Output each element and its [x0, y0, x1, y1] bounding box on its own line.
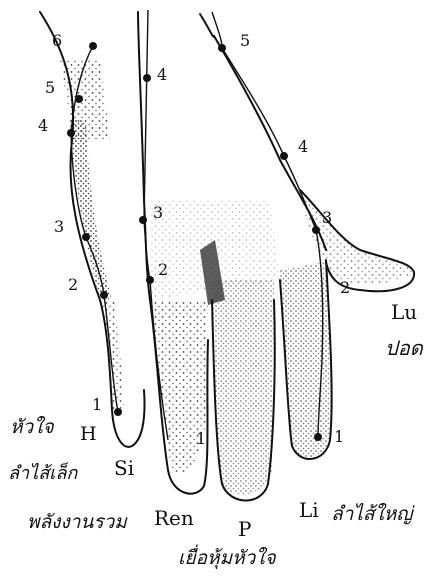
ren-num-3: 3: [153, 203, 163, 222]
h-num-6: 6: [52, 31, 62, 50]
h-num-1: 1: [92, 395, 102, 414]
li-point-4: [280, 152, 288, 160]
h-point-5: [75, 95, 83, 103]
ren-thai-label: พลังงานรวม: [27, 507, 127, 537]
h-thai-label: หัวใจ: [10, 412, 54, 442]
ren-num-1: 1: [196, 429, 206, 448]
h-num-3: 3: [54, 217, 64, 236]
li-num-3: 3: [322, 208, 332, 227]
ren-num-4: 4: [157, 65, 167, 84]
ren-num-2: 2: [158, 260, 168, 279]
p-code-label: P: [238, 517, 251, 541]
li-num-2: 2: [340, 278, 350, 297]
hand-shading: [60, 60, 414, 495]
li-point-1: [314, 433, 322, 441]
lu-code-label: Lu: [391, 300, 417, 324]
h-num-2: 2: [68, 275, 78, 294]
ren-point-4: [143, 74, 151, 82]
h-num-5: 5: [45, 78, 55, 97]
h-point-4: [67, 129, 75, 137]
ren-code-label: Ren: [154, 506, 194, 530]
li-thai-label: ลำไส้ใหญ่: [331, 499, 412, 529]
li-num-5: 5: [240, 31, 250, 50]
p-thai-label: เยื่อหุ้มหัวใจ: [178, 543, 276, 573]
h-point-2: [100, 291, 108, 299]
li-num-4: 4: [298, 137, 308, 156]
si-code-label: Si: [114, 456, 134, 480]
lu-thai-label: ปอด: [385, 332, 423, 364]
h-point-6: [89, 42, 97, 50]
ren-point-2: [146, 276, 154, 284]
li-num-1: 1: [334, 427, 344, 446]
h-num-4: 4: [38, 116, 48, 135]
li-point-3: [312, 226, 320, 234]
ren-point-3: [139, 216, 147, 224]
li-point-5: [218, 44, 226, 52]
h-code-label: H: [80, 423, 97, 445]
h-point-3: [82, 233, 90, 241]
si-thai-label: ลำไส้เล็ก: [8, 458, 77, 487]
h-point-1: [114, 408, 122, 416]
li-code-label: Li: [299, 498, 319, 522]
